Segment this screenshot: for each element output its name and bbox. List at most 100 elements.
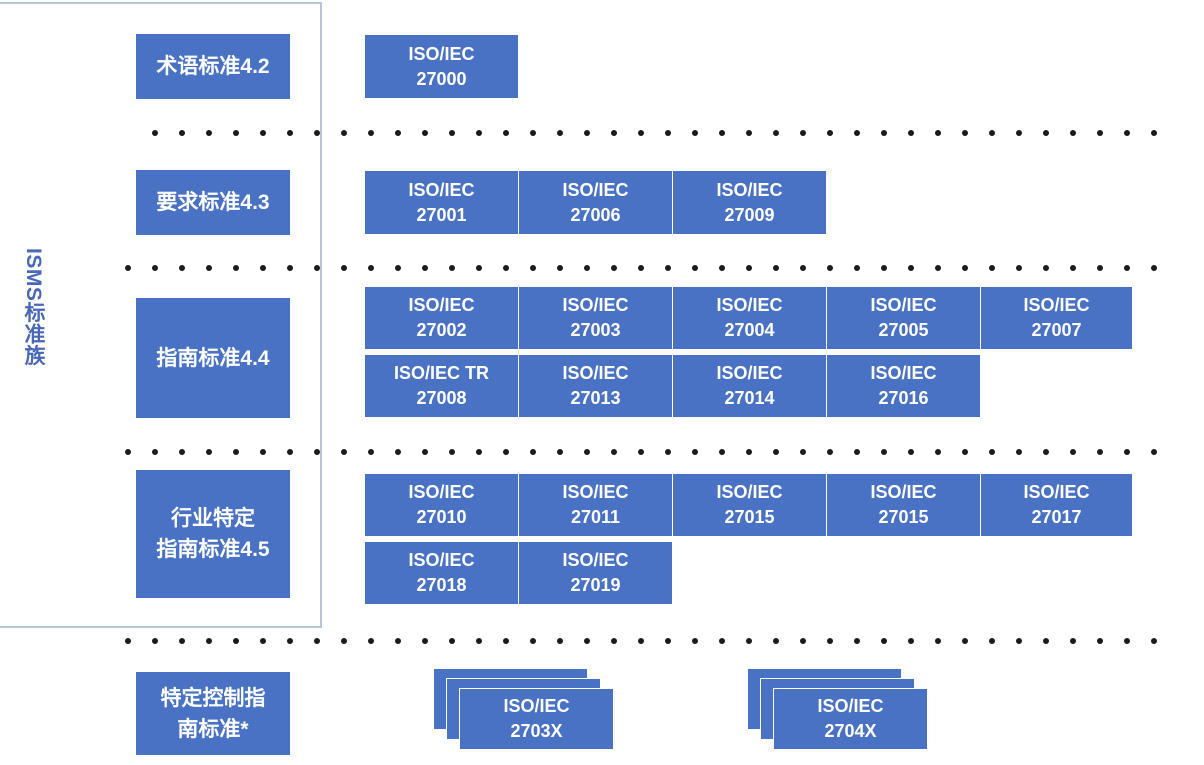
- separator-dot: [665, 265, 671, 271]
- separator-dot: [584, 265, 590, 271]
- row-separator-4: [125, 638, 1204, 644]
- standard-cell: ISO/IEC 27010: [364, 473, 519, 537]
- separator-dot: [530, 265, 536, 271]
- separator-dot: [692, 449, 698, 455]
- category-label-line: 特定控制指: [160, 686, 266, 710]
- standard-cell-line: 27002: [416, 320, 467, 340]
- separator-dot: [557, 265, 563, 271]
- separator-dot: [827, 449, 833, 455]
- separator-dot: [206, 265, 212, 271]
- standard-cell-line: 27009: [724, 204, 775, 225]
- separator-dot: [611, 638, 617, 644]
- separator-dot: [989, 449, 995, 455]
- separator-dot: [422, 449, 428, 455]
- separator-dot: [1016, 130, 1022, 136]
- standard-cell-line: 27018: [416, 575, 467, 595]
- separator-dot: [1151, 449, 1157, 455]
- separator-dot: [1043, 638, 1049, 644]
- separator-dot: [584, 449, 590, 455]
- standard-stack-2703x: ISO/IEC 2703X: [433, 668, 614, 750]
- standard-cell-line: ISO/IEC: [408, 550, 475, 570]
- separator-dot: [908, 449, 914, 455]
- separator-dot: [611, 130, 617, 136]
- separator-dot: [665, 449, 671, 455]
- separator-dot: [962, 449, 968, 455]
- separator-dot: [530, 130, 536, 136]
- row-separator-1: [152, 130, 1204, 136]
- standard-cell-line: ISO/IEC: [716, 363, 783, 383]
- separator-dot: [422, 638, 428, 644]
- separator-dot: [773, 265, 779, 271]
- separator-dot: [476, 130, 482, 136]
- separator-dot: [881, 130, 887, 136]
- separator-dot: [638, 265, 644, 271]
- separator-dot: [800, 638, 806, 644]
- separator-dot: [638, 449, 644, 455]
- standard-cell-line: ISO/IEC: [870, 363, 937, 383]
- standard-cell-line: ISO/IEC TR: [393, 363, 489, 383]
- separator-dot: [125, 449, 131, 455]
- standard-cell-line: 27015: [878, 507, 929, 527]
- separator-dot: [557, 449, 563, 455]
- standard-cell-line: 27006: [570, 204, 621, 225]
- separator-dot: [827, 265, 833, 271]
- separator-dot: [854, 449, 860, 455]
- separator-dot: [962, 130, 968, 136]
- separator-dot: [368, 449, 374, 455]
- standard-cell: ISO/IEC 27002: [364, 286, 519, 350]
- category-label-line: 指南标准4.4: [156, 346, 270, 370]
- separator-dot: [233, 638, 239, 644]
- separator-dot: [179, 449, 185, 455]
- separator-dot: [314, 449, 320, 455]
- separator-dot: [125, 638, 131, 644]
- separator-dot: [314, 265, 320, 271]
- standard-cell-line: 27004: [724, 320, 775, 340]
- separator-dot: [476, 449, 482, 455]
- separator-dot: [746, 265, 752, 271]
- separator-dot: [395, 265, 401, 271]
- separator-dot: [962, 265, 968, 271]
- separator-dot: [1124, 130, 1130, 136]
- standard-cell-line: ISO/IEC: [562, 295, 629, 315]
- separator-dot: [1124, 265, 1130, 271]
- separator-dot: [1151, 265, 1157, 271]
- separator-dot: [260, 449, 266, 455]
- standard-cell-line: ISO/IEC: [1023, 482, 1090, 502]
- standard-cell-line: 27014: [724, 388, 775, 408]
- separator-dot: [368, 638, 374, 644]
- separator-dot: [638, 130, 644, 136]
- separator-dot: [368, 265, 374, 271]
- separator-dot: [692, 265, 698, 271]
- standard-cell-line: ISO/IEC: [1023, 295, 1090, 315]
- category-label-line: 术语标准4.2: [156, 55, 270, 78]
- separator-dot: [476, 265, 482, 271]
- separator-dot: [692, 130, 698, 136]
- separator-dot: [665, 638, 671, 644]
- separator-dot: [1097, 265, 1103, 271]
- separator-dot: [179, 265, 185, 271]
- standard-cell: ISO/IEC 27007: [980, 286, 1133, 350]
- category-label-line: 行业特定: [171, 507, 255, 530]
- standard-cell-line: 27005: [878, 320, 929, 340]
- standard-cell: ISO/IEC 27016: [826, 354, 981, 418]
- stack-card-front: ISO/IEC 2704X: [773, 688, 928, 750]
- standard-cell: ISO/IEC 27003: [518, 286, 673, 350]
- standard-cell-line: ISO/IEC: [562, 179, 629, 200]
- separator-dot: [287, 638, 293, 644]
- separator-dot: [233, 265, 239, 271]
- separator-dot: [908, 265, 914, 271]
- separator-dot: [746, 449, 752, 455]
- separator-dot: [854, 130, 860, 136]
- standard-cell-line: 27007: [1031, 320, 1082, 340]
- standard-cell: ISO/IEC 27006: [518, 170, 673, 235]
- standard-cell-line: 27010: [416, 507, 467, 527]
- separator-dot: [1151, 638, 1157, 644]
- standard-cell-line: ISO/IEC: [408, 43, 475, 64]
- separator-dot: [341, 638, 347, 644]
- category-label-line: 要求标准4.3: [156, 191, 270, 214]
- standard-cell-line: 27015: [724, 507, 775, 527]
- standard-cell: ISO/IEC 27014: [672, 354, 827, 418]
- separator-dot: [989, 130, 995, 136]
- separator-dot: [422, 265, 428, 271]
- separator-dot: [206, 449, 212, 455]
